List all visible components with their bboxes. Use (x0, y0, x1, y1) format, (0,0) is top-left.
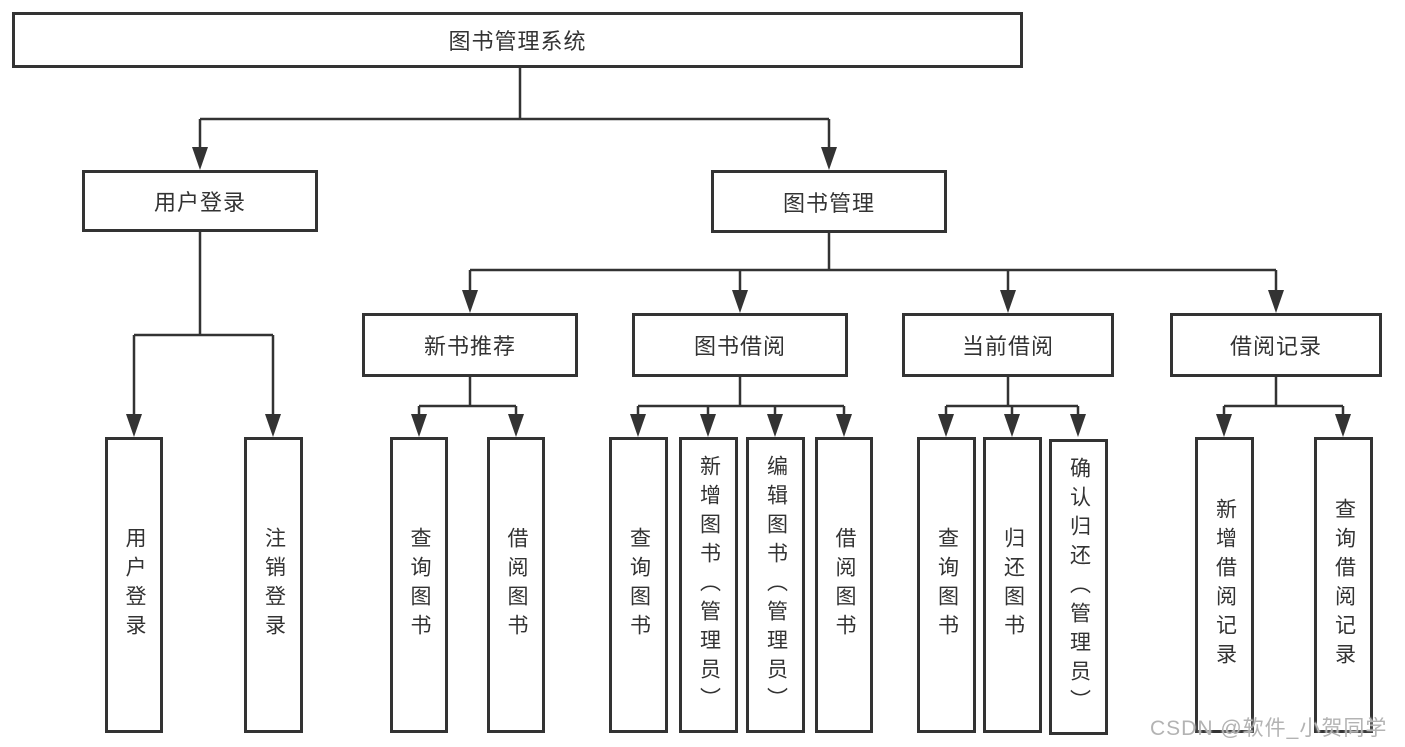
node-new-book-recommend: 新书推荐 (362, 313, 578, 377)
leaf-query-books-newrec: 查询图书 (390, 437, 448, 733)
leaf-borrow-books-borrow: 借阅图书 (815, 437, 873, 733)
connector-new-book-rec-children (417, 377, 518, 420)
node-root-label: 图书管理系统 (448, 29, 587, 54)
node-current-borrow-label: 当前借阅 (961, 334, 1054, 359)
leaf-query-books-current: 查询图书 (917, 437, 976, 733)
node-book-management-label: 图书管理 (782, 190, 875, 216)
connector-book-mgmt-children (468, 233, 1278, 293)
node-book-borrow: 图书借阅 (632, 313, 848, 377)
leaf-query-borrow-record: 查询借阅记录 (1314, 437, 1373, 733)
node-current-borrow: 当前借阅 (902, 313, 1114, 377)
leaf-logout: 注销登录 (244, 437, 303, 733)
leaf-query-borrow-record-label: 查询借阅记录 (1332, 498, 1356, 672)
connector-book-borrow-children (636, 377, 846, 420)
leaf-logout-label: 注销登录 (262, 527, 286, 643)
leaf-user-login: 用户登录 (105, 437, 163, 733)
leaf-add-book-admin: 新增图书（管理员） (679, 437, 738, 733)
leaf-confirm-return-admin-label: 确认归还（管理员） (1067, 456, 1091, 718)
node-user-login-label: 用户登录 (153, 190, 246, 215)
node-book-management: 图书管理 (711, 170, 947, 233)
leaf-return-books-label: 归还图书 (1001, 527, 1025, 643)
leaf-return-books: 归还图书 (983, 437, 1042, 733)
leaf-edit-book-admin: 编辑图书（管理员） (746, 437, 805, 733)
node-borrow-records-label: 借阅记录 (1229, 334, 1322, 359)
leaf-edit-book-admin-label: 编辑图书（管理员） (764, 454, 788, 716)
leaf-query-books-borrow: 查询图书 (609, 437, 668, 733)
csdn-watermark: CSDN @软件_小贺同学 (1150, 717, 1388, 740)
connector-current-borrow-children (944, 377, 1080, 420)
leaf-add-borrow-record-label: 新增借阅记录 (1213, 498, 1237, 672)
arrowheads (126, 147, 1351, 437)
connector-root-to-level2 (198, 68, 831, 150)
leaf-query-books-current-label: 查询图书 (935, 527, 959, 643)
leaf-confirm-return-admin: 确认归还（管理员） (1049, 439, 1108, 735)
leaf-borrow-books-newrec-label: 借阅图书 (505, 527, 529, 643)
node-root: 图书管理系统 (12, 12, 1023, 68)
leaf-borrow-books-borrow-label: 借阅图书 (833, 527, 857, 643)
leaf-add-borrow-record: 新增借阅记录 (1195, 437, 1254, 733)
connector-user-login-children (132, 232, 275, 418)
leaf-add-book-admin-label: 新增图书（管理员） (697, 454, 721, 716)
node-borrow-records: 借阅记录 (1170, 313, 1382, 377)
leaf-borrow-books-newrec: 借阅图书 (487, 437, 545, 733)
connector-borrow-records-children (1222, 377, 1345, 420)
leaf-query-books-borrow-label: 查询图书 (627, 527, 651, 643)
leaf-user-login-label: 用户登录 (123, 527, 147, 643)
leaf-query-books-newrec-label: 查询图书 (408, 527, 432, 643)
node-book-borrow-label: 图书借阅 (693, 334, 786, 359)
node-user-login: 用户登录 (82, 170, 318, 232)
node-new-book-recommend-label: 新书推荐 (423, 334, 516, 359)
